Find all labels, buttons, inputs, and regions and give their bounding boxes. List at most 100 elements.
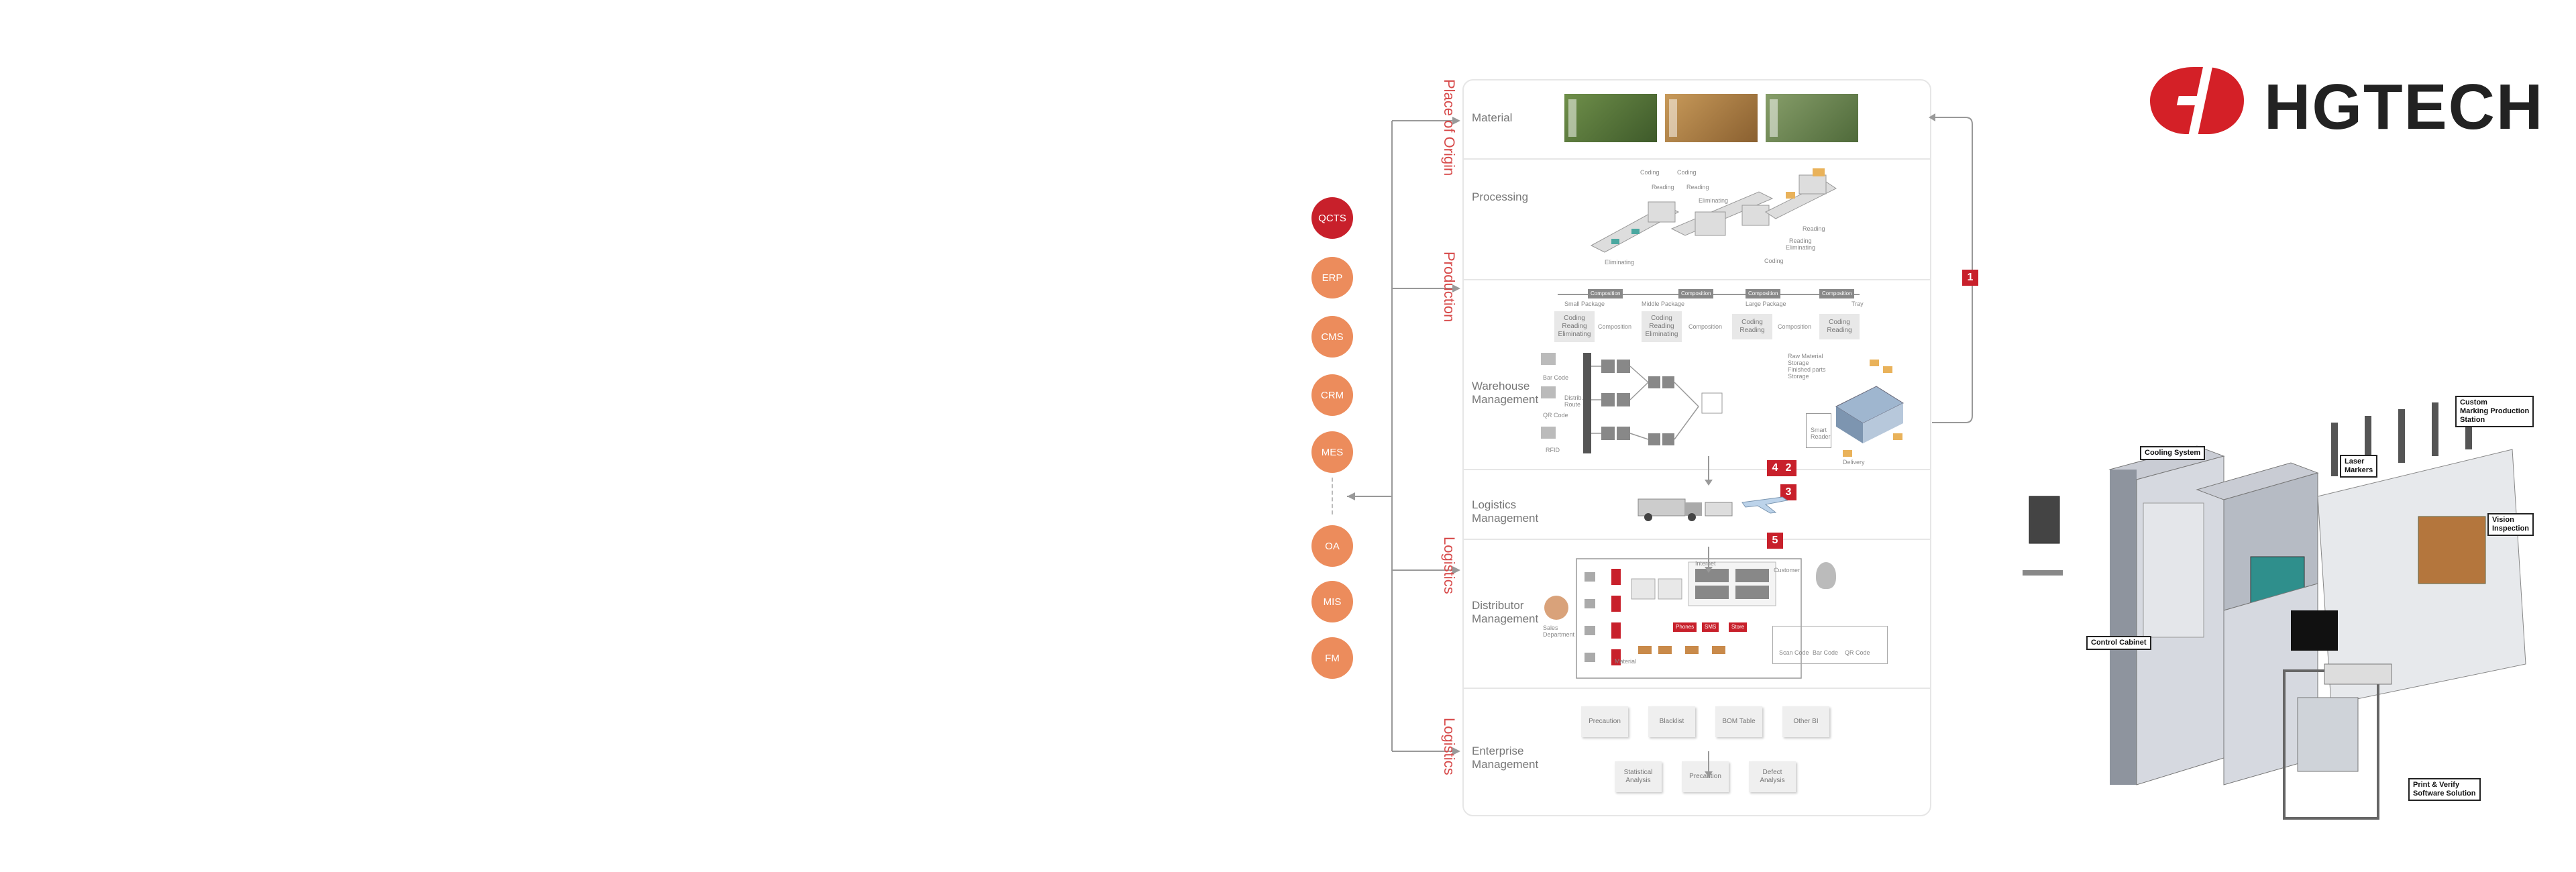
label-line: Smart xyxy=(1811,427,1827,433)
row-label-line: Management xyxy=(1472,758,1539,771)
proc-label: Reading xyxy=(1789,237,1812,244)
phones-tag: Phones xyxy=(1673,622,1697,632)
scan-code-label: Scan Code xyxy=(1779,649,1809,656)
system-fm[interactable]: FM xyxy=(1311,637,1353,679)
box-line: Reading xyxy=(1827,327,1852,334)
box-line: Defect xyxy=(1762,769,1782,776)
qr-code-label: QR Code xyxy=(1543,412,1568,419)
material-photo-field xyxy=(1766,94,1858,142)
box-line: Reading xyxy=(1562,323,1587,330)
label-line: Department xyxy=(1543,631,1575,638)
proc-label: Reading xyxy=(1803,225,1825,232)
callout-cooling-system: Cooling System xyxy=(2140,446,2206,460)
row-material: Material xyxy=(1464,80,1930,160)
row-label-warehouse: Warehouse Management xyxy=(1472,380,1538,406)
processing-line-illustration xyxy=(1590,168,1837,253)
box-line: Statistical xyxy=(1623,769,1653,776)
system-mis[interactable]: MIS xyxy=(1311,581,1353,622)
brand-name: HGTECH xyxy=(2264,71,2544,143)
sales-department-label: Sales Department xyxy=(1543,624,1574,638)
row-label-material: Material xyxy=(1472,111,1513,124)
label-line: Storage xyxy=(1788,360,1809,366)
row-warehouse: Warehouse Management Composition Composi… xyxy=(1464,279,1930,500)
system-divider xyxy=(1332,478,1334,514)
warehouse-building-illustration xyxy=(1835,360,1904,457)
row-processing: Processing Coding Reading Coding Reading… xyxy=(1464,158,1930,280)
label-logistics-2: Logistics xyxy=(1441,718,1458,775)
label-production: Production xyxy=(1441,252,1458,323)
composition-tag: Composition xyxy=(1819,289,1855,298)
callout-line: Laser xyxy=(2345,457,2365,466)
row-distributor: Distributor Management Sales Department … xyxy=(1464,539,1930,689)
system-qcts[interactable]: QCTS xyxy=(1311,197,1353,239)
callout-line: Print & Verify xyxy=(2413,781,2460,789)
label-line: Sales xyxy=(1543,624,1558,631)
connector-lines xyxy=(1347,117,1460,755)
customer-figure-icon xyxy=(1816,562,1836,589)
box-line: Eliminating xyxy=(1645,331,1678,338)
blacklist-box: Blacklist xyxy=(1648,706,1695,737)
row-label-line: Warehouse xyxy=(1472,380,1530,392)
value-chain-panel: Material Processing Coding Reading Codin… xyxy=(1462,79,1931,816)
box-line: Coding xyxy=(1741,319,1763,326)
material-label: Material xyxy=(1615,658,1637,665)
callout-line: Custom xyxy=(2460,398,2487,406)
label-line: Raw Material xyxy=(1788,353,1823,360)
other-bi-box: Other BI xyxy=(1782,706,1829,737)
row-label-processing: Processing xyxy=(1472,190,1529,203)
package-label: Small Package xyxy=(1564,301,1605,307)
brand-logo: HGTECH xyxy=(2147,64,2542,143)
box-line: Coding xyxy=(1651,315,1672,322)
composition-label: Composition xyxy=(1688,323,1723,330)
box-line: Reading xyxy=(1649,323,1674,330)
label-place-of-origin: Place of Origin xyxy=(1441,79,1458,176)
proc-label: Reading xyxy=(1686,184,1709,190)
package-label: Tray xyxy=(1851,301,1864,307)
box-line: Coding xyxy=(1829,319,1850,326)
box-line: Eliminating xyxy=(1558,331,1591,338)
system-cms[interactable]: CMS xyxy=(1311,316,1353,358)
proc-label: Coding xyxy=(1677,169,1697,176)
label-logistics: Logistics xyxy=(1441,537,1458,594)
step-badge-2: 2 xyxy=(1780,460,1796,476)
step-badge-5: 5 xyxy=(1767,533,1783,549)
proc-label: Coding xyxy=(1764,258,1784,264)
composition-tag: Composition xyxy=(1746,289,1781,298)
row-label-line: Management xyxy=(1472,512,1539,525)
row-label-distributor: Distributor Management xyxy=(1472,599,1538,626)
return-loop-line xyxy=(1929,113,1973,423)
step-badge-4: 4 xyxy=(1767,460,1783,476)
bar-code-label: Bar Code xyxy=(1813,649,1839,656)
callout-control-cabinet: Control Cabinet xyxy=(2086,636,2151,650)
box-line: Reading xyxy=(1739,327,1765,334)
row-enterprise: Enterprise Management Precaution Blackli… xyxy=(1464,688,1930,815)
flow-arrows xyxy=(1705,456,1713,777)
box-line: Analysis xyxy=(1760,777,1785,784)
composition-label: Composition xyxy=(1778,323,1812,330)
label-line: Reader xyxy=(1811,433,1831,440)
sales-figure-icon xyxy=(1544,596,1568,620)
callout-vision-inspection: Vision Inspection xyxy=(2487,513,2534,536)
callout-laser-markers: Laser Markers xyxy=(2340,455,2378,478)
store-tag: Store xyxy=(1729,622,1748,632)
rfid-label: RFID xyxy=(1546,447,1560,453)
logistics-vehicles-illustration xyxy=(1638,496,1788,521)
system-erp[interactable]: ERP xyxy=(1311,257,1353,298)
distributor-network-illustration xyxy=(1576,558,1802,679)
proc-label: Eliminating xyxy=(1605,259,1635,266)
callout-line: Software Solution xyxy=(2413,789,2476,798)
system-oa[interactable]: OA xyxy=(1311,525,1353,567)
warehouse-routing-illustration xyxy=(1541,353,1723,453)
proc-label: Eliminating xyxy=(1786,244,1816,251)
system-crm[interactable]: CRM xyxy=(1311,374,1353,416)
label-line: Finished parts xyxy=(1788,366,1826,373)
composition-tag: Composition xyxy=(1588,289,1623,298)
delivery-label: Delivery xyxy=(1843,459,1865,466)
system-mes[interactable]: MES xyxy=(1311,431,1353,473)
smart-reader-icon xyxy=(1806,413,1831,448)
